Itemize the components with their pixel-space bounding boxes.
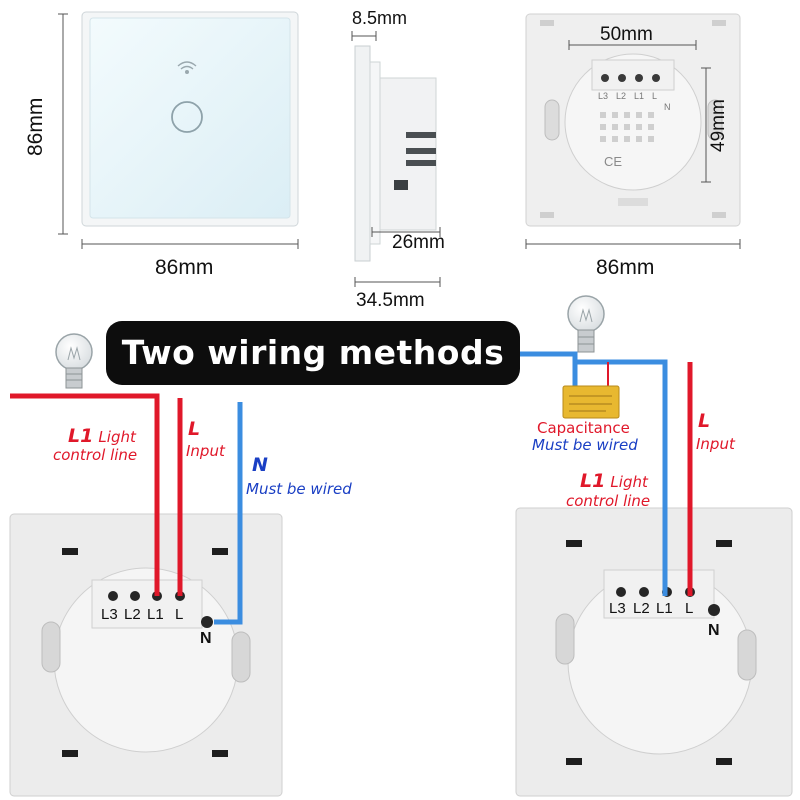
back-panel: CE xyxy=(525,13,741,227)
left-terminal-l3: L3 xyxy=(101,606,118,623)
left-l1-label: L1 Light xyxy=(68,425,136,447)
right-terminal-l: L xyxy=(685,600,694,617)
back-terminal-n: N xyxy=(664,102,671,112)
page-title: Two wiring methods xyxy=(106,321,520,385)
front-height-dimension: 86mm xyxy=(24,97,47,156)
right-l-desc: Input xyxy=(696,435,735,453)
touch-button-icon xyxy=(171,101,203,133)
side-total-depth-dimension: 34.5mm xyxy=(356,290,425,311)
left-back-panel xyxy=(9,513,283,797)
left-wiring xyxy=(10,393,243,625)
right-terminal-l2: L2 xyxy=(633,600,650,617)
front-panel xyxy=(81,11,299,227)
left-n-desc: Must be wired xyxy=(246,480,352,498)
back-terminal-l1: L1 xyxy=(634,91,645,101)
wifi-icon xyxy=(177,61,197,74)
right-terminal-n: N xyxy=(708,622,720,639)
light-bulb-icon xyxy=(567,295,605,353)
right-l1-desc2: control line xyxy=(566,492,651,510)
side-view xyxy=(354,45,437,262)
svg-text:CE: CE xyxy=(604,154,622,169)
back-width-dimension: 86mm xyxy=(596,256,655,279)
right-l1-desc: Light xyxy=(610,473,648,491)
light-bulb-icon xyxy=(55,333,93,389)
capacitor-icon xyxy=(562,385,620,419)
left-terminal-l2: L2 xyxy=(124,606,141,623)
back-height-dimension: 49mm xyxy=(708,99,729,152)
right-cap-desc: Must be wired xyxy=(532,436,638,454)
left-l1-desc2: control line xyxy=(53,446,138,464)
right-terminal-l3: L3 xyxy=(609,600,626,617)
left-terminal-l1: L1 xyxy=(147,606,164,623)
right-wiring xyxy=(520,351,693,596)
left-l-code: L xyxy=(188,418,201,440)
back-center-distance-dimension: 50mm xyxy=(600,24,653,45)
back-terminal-l3: L3 xyxy=(598,91,609,101)
side-box-depth-dimension: 26mm xyxy=(392,232,445,253)
front-width-dimension: 86mm xyxy=(155,256,214,279)
left-l-desc: Input xyxy=(186,442,225,460)
left-n-code: N xyxy=(252,454,268,476)
right-back-panel xyxy=(515,507,793,797)
back-terminal-l: L xyxy=(652,91,658,101)
left-terminal-n: N xyxy=(200,630,212,647)
right-terminal-l1: L1 xyxy=(656,600,673,617)
right-l1-code: L1 xyxy=(580,470,606,492)
back-terminal-l2: L2 xyxy=(616,91,627,101)
right-cap-label: Capacitance xyxy=(537,419,630,437)
left-l1-code: L1 xyxy=(68,425,94,447)
left-l1-desc: Light xyxy=(98,428,136,446)
right-l1-label: L1 Light xyxy=(580,470,648,492)
side-front-depth-dimension: 8.5mm xyxy=(352,8,408,28)
left-terminal-l: L xyxy=(175,606,184,623)
right-l-code: L xyxy=(698,410,711,432)
